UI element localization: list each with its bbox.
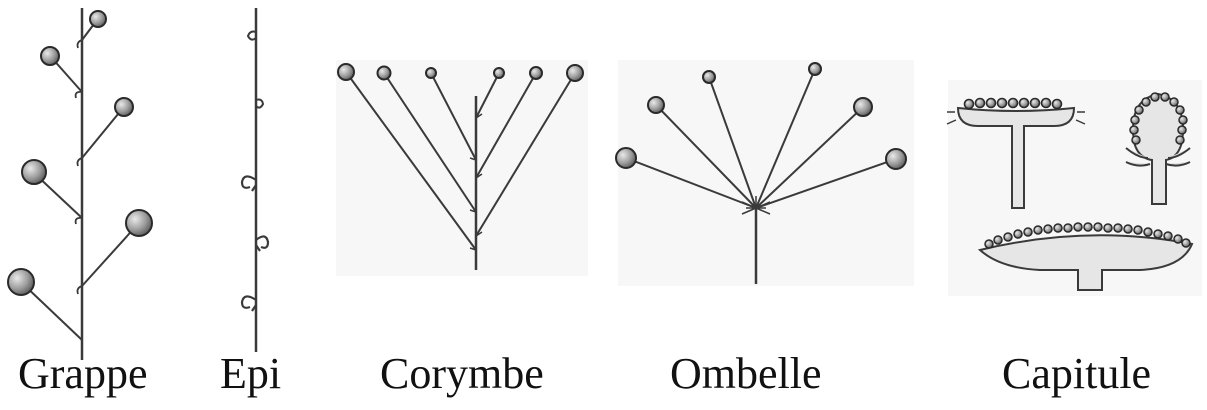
grappe-flower [89, 10, 107, 28]
grappe-bract [74, 216, 83, 225]
ombelle-ray [625, 157, 757, 209]
corymbe-bract [469, 209, 477, 213]
corymbe-bract [469, 247, 477, 251]
capitule-flat-head [946, 97, 1086, 209]
ombelle-ray [755, 68, 816, 209]
corymbe-bract [469, 157, 477, 161]
corymbe-bract [475, 113, 483, 119]
epi-sessile-flower [240, 295, 257, 312]
ombelle-ray [708, 76, 757, 209]
epi-sessile-flower [246, 30, 257, 41]
corymbe-pedicel [383, 72, 477, 213]
grappe-bract [76, 39, 83, 49]
grappe-pedicel [21, 282, 83, 341]
grappe-raceme-drawing [7, 8, 153, 360]
corymbe-pedicel [475, 72, 537, 179]
epi-sessile-flower [240, 175, 257, 192]
grappe-flower [7, 268, 35, 296]
label-epi: Epi [220, 349, 282, 398]
ombelle-involucre [741, 196, 771, 220]
ombelle-flower [885, 148, 907, 170]
label-capitule: Capitule [1002, 349, 1152, 398]
label-grappe: Grappe [18, 349, 148, 398]
corymbe-corymb-drawing [336, 60, 588, 276]
corymbe-panel [336, 60, 588, 276]
grappe-bract [74, 90, 83, 99]
corymbe-pedicel [345, 71, 477, 251]
capitule-globular-head [1125, 92, 1191, 205]
label-corymbe: Corymbe [380, 349, 544, 398]
ombelle-ray [755, 158, 897, 209]
corymbe-pedicel [475, 72, 500, 119]
label-ombelle: Ombelle [670, 349, 822, 398]
capitule-capitulum-drawing [946, 80, 1202, 296]
ombelle-flower [647, 96, 665, 114]
grappe-bract [76, 157, 83, 167]
ombelle-ray [755, 106, 864, 209]
ombelle-flower [853, 97, 873, 117]
epi-sessile-flower [255, 235, 270, 252]
corymbe-bract [475, 173, 483, 179]
ombelle-umbel-drawing [615, 60, 914, 286]
corymbe-flower [337, 63, 355, 81]
corymbe-pedicel [430, 72, 477, 161]
epi-spike-drawing [240, 8, 270, 352]
grappe-bract [76, 285, 83, 295]
corymbe-flower [425, 67, 437, 79]
grappe-flower [114, 97, 134, 117]
grappe-pedicel [81, 107, 124, 159]
corymbe-pedicel [475, 72, 576, 237]
corymbe-bract [475, 231, 483, 237]
grappe-pedicel [81, 223, 139, 287]
ombelle-flower [808, 62, 822, 76]
corymbe-flower [566, 64, 584, 82]
corymbe-flower [493, 67, 505, 79]
corymbe-flower [529, 66, 543, 80]
epi-sessile-flower [255, 98, 265, 109]
grappe-flower [40, 46, 60, 66]
grappe-flower [125, 209, 153, 237]
grappe-flower [21, 159, 47, 185]
capitule-flat-receptacle [977, 222, 1194, 291]
ombelle-flower [702, 70, 716, 84]
corymbe-flower [376, 65, 392, 81]
ombelle-flower [615, 147, 637, 169]
ombelle-ray [655, 104, 757, 209]
